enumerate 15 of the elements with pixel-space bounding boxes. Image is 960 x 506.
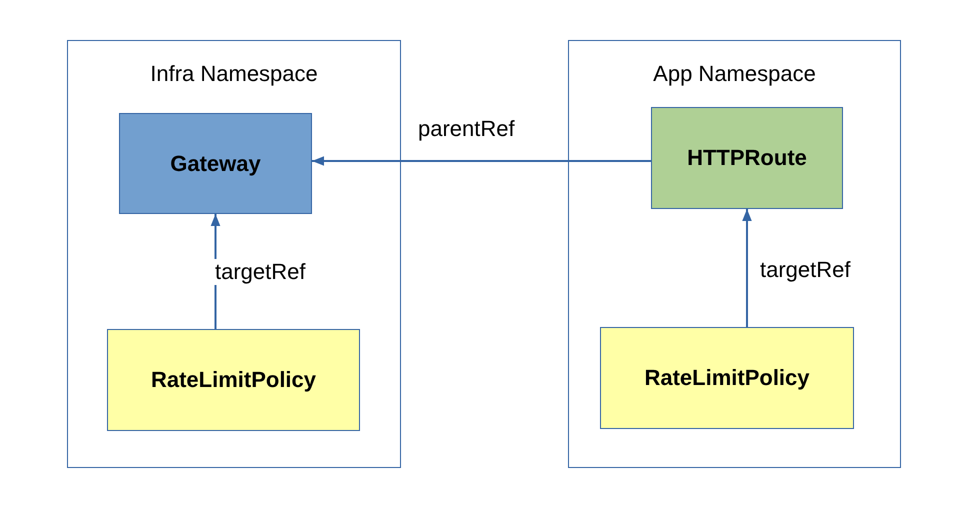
namespace-title: Infra Namespace [149, 61, 319, 87]
namespace-box [67, 40, 401, 468]
resource-name: RateLimitPolicy [150, 367, 316, 393]
resource-name: HTTPRoute [687, 145, 807, 171]
resource-box [600, 327, 854, 429]
resource-box [107, 329, 360, 431]
resource-name: Gateway [170, 150, 261, 176]
namespace-title: App Namespace [652, 61, 817, 87]
resource-name: RateLimitPolicy [644, 365, 810, 391]
edge-label: targetRef [213, 259, 308, 285]
resource-box [651, 107, 843, 209]
namespace-box [568, 40, 901, 468]
resource-box [119, 113, 312, 214]
arrow [742, 209, 752, 327]
arrow [312, 156, 651, 166]
